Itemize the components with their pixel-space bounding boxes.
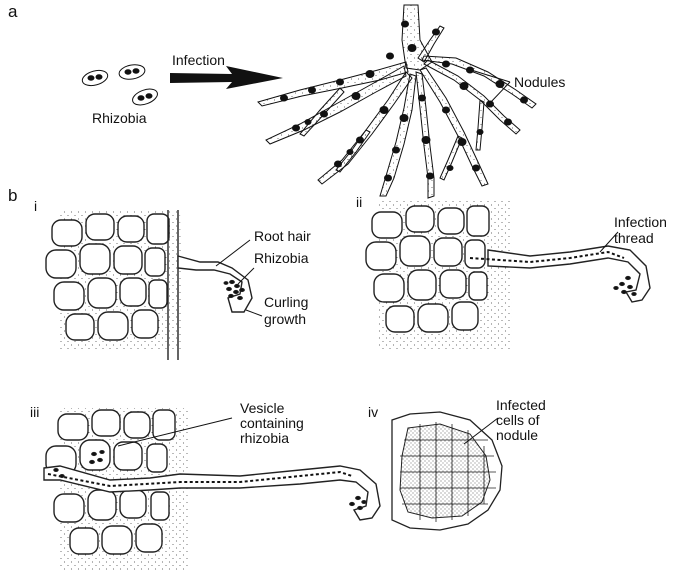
sub-panel-i: i — [34, 198, 38, 214]
infection-arrow — [170, 66, 283, 89]
label-vesicle-3: rhizobia — [240, 430, 290, 446]
label-rhizobia: Rhizobia — [92, 110, 147, 126]
label-rhizobia-i: Rhizobia — [254, 250, 309, 266]
label-vesicle-1: Vesicle — [240, 400, 285, 416]
panel-label-b: b — [8, 186, 18, 205]
label-curling-2: growth — [264, 311, 307, 327]
sub-panel-iv: iv — [368, 404, 379, 420]
root-cortex-ii — [365, 200, 651, 350]
label-infected-3: nodule — [496, 427, 539, 443]
label-infected-1: Infected — [496, 397, 546, 413]
label-infection-thread-1: Infection — [614, 214, 667, 230]
label-curling-1: Curling — [264, 294, 309, 310]
root-system — [257, 4, 537, 199]
sub-panel-ii: ii — [356, 194, 363, 210]
sub-panel-iii: iii — [30, 404, 40, 420]
root-cortex-i — [45, 210, 263, 360]
root-cortex-iii — [43, 408, 381, 570]
label-root-hair: Root hair — [254, 228, 311, 244]
label-vesicle-2: containing — [240, 415, 304, 431]
label-infection-thread-2: thread — [614, 230, 654, 246]
label-nodules: Nodules — [514, 74, 566, 90]
panel-label-a: a — [8, 2, 18, 21]
nodules-group — [280, 20, 528, 182]
label-infection: Infection — [172, 52, 225, 68]
nodule-section-iv — [391, 411, 503, 531]
nodules-pointer — [467, 68, 511, 104]
label-infected-2: cells of — [496, 412, 540, 428]
free-rhizobia-group — [81, 64, 158, 106]
